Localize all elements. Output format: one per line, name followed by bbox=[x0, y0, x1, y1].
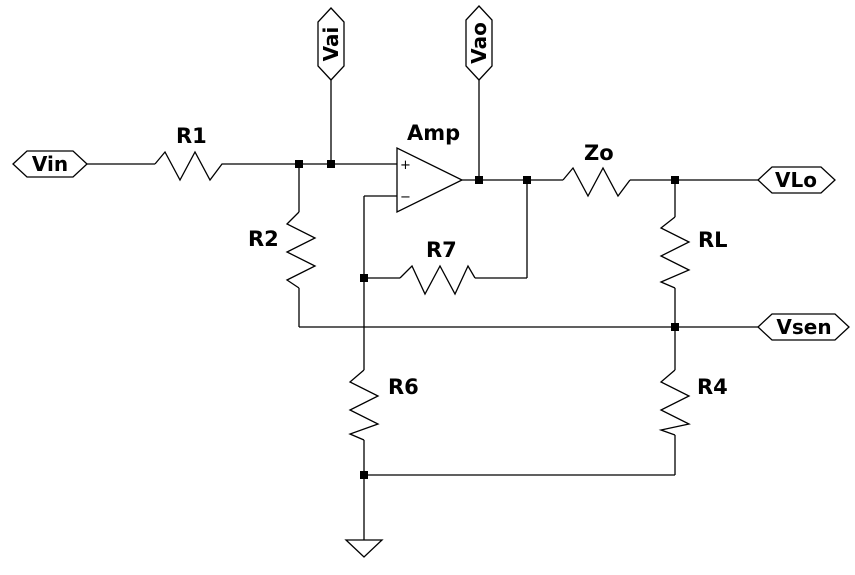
label-zo: Zo bbox=[584, 141, 614, 165]
port-vai-label: Vai bbox=[319, 27, 343, 62]
port-vai: Vai bbox=[317, 7, 345, 81]
junction-dot bbox=[327, 160, 335, 168]
resistors bbox=[154, 150, 691, 441]
port-vsen-flag bbox=[757, 313, 850, 341]
component-labels: R1 Amp Zo R2 R7 RL R6 R4 bbox=[176, 121, 728, 399]
port-vao: Vao bbox=[465, 5, 493, 81]
label-rl: RL bbox=[698, 228, 728, 252]
resistor-zo bbox=[562, 166, 631, 198]
junction-dot bbox=[360, 471, 368, 479]
resistor-r4 bbox=[658, 369, 691, 436]
junction-dot bbox=[475, 176, 483, 184]
amp-minus-sign: − bbox=[400, 190, 411, 205]
junction-dot bbox=[671, 323, 679, 331]
port-vlo-label: VLo bbox=[775, 168, 817, 192]
label-r6: R6 bbox=[388, 375, 419, 399]
label-amp: Amp bbox=[407, 121, 460, 145]
junction-dot bbox=[295, 160, 303, 168]
wires bbox=[87, 80, 758, 540]
label-r7: R7 bbox=[426, 238, 457, 262]
port-vsen-label: Vsen bbox=[776, 315, 831, 339]
label-r4: R4 bbox=[697, 375, 728, 399]
label-r1: R1 bbox=[176, 124, 207, 148]
port-vao-label: Vao bbox=[467, 22, 491, 64]
port-vao-flag bbox=[465, 5, 493, 81]
resistor-r7 bbox=[399, 264, 476, 296]
junctions bbox=[295, 160, 679, 479]
ground-icon bbox=[344, 539, 384, 558]
port-vlo-flag bbox=[757, 166, 836, 194]
port-vlo: VLo bbox=[757, 166, 836, 194]
label-r2: R2 bbox=[248, 227, 279, 251]
amp-symbol: + − bbox=[396, 146, 464, 214]
junction-dot bbox=[671, 176, 679, 184]
amp-plus-sign: + bbox=[400, 158, 411, 173]
resistor-r2 bbox=[285, 211, 317, 289]
resistor-r1 bbox=[154, 150, 230, 182]
port-vsen: Vsen bbox=[757, 313, 850, 341]
resistor-rl bbox=[659, 216, 691, 289]
junction-dot bbox=[360, 274, 368, 282]
port-vai-flag bbox=[317, 7, 345, 81]
resistor-r6 bbox=[348, 369, 380, 441]
port-vin: Vin bbox=[12, 150, 88, 178]
junction-dot bbox=[523, 176, 531, 184]
port-vin-flag bbox=[12, 150, 88, 178]
port-vin-label: Vin bbox=[32, 152, 68, 176]
amp-triangle bbox=[396, 146, 464, 214]
